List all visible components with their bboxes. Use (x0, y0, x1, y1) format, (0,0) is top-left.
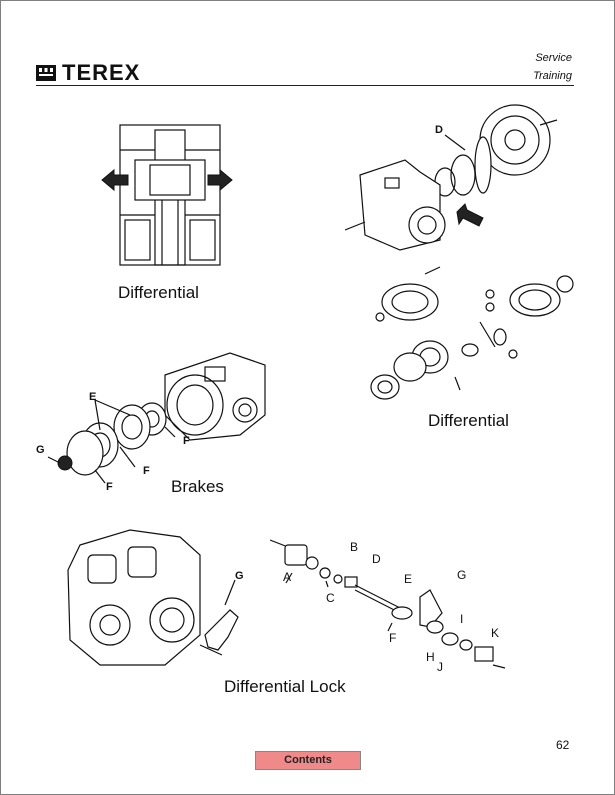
header-service-label: Service (535, 52, 572, 64)
terex-emblem-icon (36, 65, 56, 81)
brakes-letter-f-1: F (183, 435, 190, 447)
differential-assembly-illustration (345, 104, 558, 251)
brakes-letter-f-2: F (143, 465, 150, 477)
left-arrow-icon (101, 168, 129, 192)
brakes-illustration (47, 352, 266, 484)
lock-part-letter-k: K (491, 626, 500, 640)
brakes-caption: Brakes (171, 477, 224, 496)
lock-part-letter-a: A (283, 570, 292, 584)
brakes-letter-e: E (89, 391, 97, 403)
lock-part-letter-d: D (372, 552, 381, 566)
brakes-letter-g: G (36, 444, 45, 456)
header-training-label: Training (533, 70, 572, 82)
header-rule (36, 85, 574, 86)
lock-part-letter-g: G (457, 568, 467, 582)
right-arrow-icon (207, 168, 233, 192)
brakes-letter-f-3: F (106, 481, 113, 493)
page-number: 62 (556, 738, 570, 752)
differential-caption-left: Differential (118, 283, 199, 302)
differential-caption-right: Differential (428, 411, 509, 430)
lock-part-letter-f: F (389, 631, 397, 645)
differential-lock-parts-illustration (270, 539, 506, 669)
lock-housing-letter-g: G (235, 570, 244, 582)
differential-lock-caption: Differential Lock (224, 677, 346, 696)
logo-text: TEREX (62, 60, 141, 85)
lock-part-letter-e: E (404, 572, 413, 586)
lock-part-letter-i: I (460, 612, 464, 626)
lock-part-letter-j: J (437, 660, 443, 674)
contents-button[interactable]: Contents (255, 751, 361, 770)
lock-part-letter-c: C (326, 591, 335, 605)
differential-lock-housing-illustration (67, 529, 239, 666)
flow-arrow-icon (456, 203, 484, 227)
lock-part-letter-b: B (350, 540, 359, 554)
lock-part-letter-h: H (426, 650, 435, 664)
differential-cross-section-illustration (101, 124, 233, 266)
differential-exploded-illustration (370, 266, 574, 400)
terex-logo: TEREX (36, 61, 140, 85)
diff-assembly-letter-d: D (435, 124, 443, 136)
